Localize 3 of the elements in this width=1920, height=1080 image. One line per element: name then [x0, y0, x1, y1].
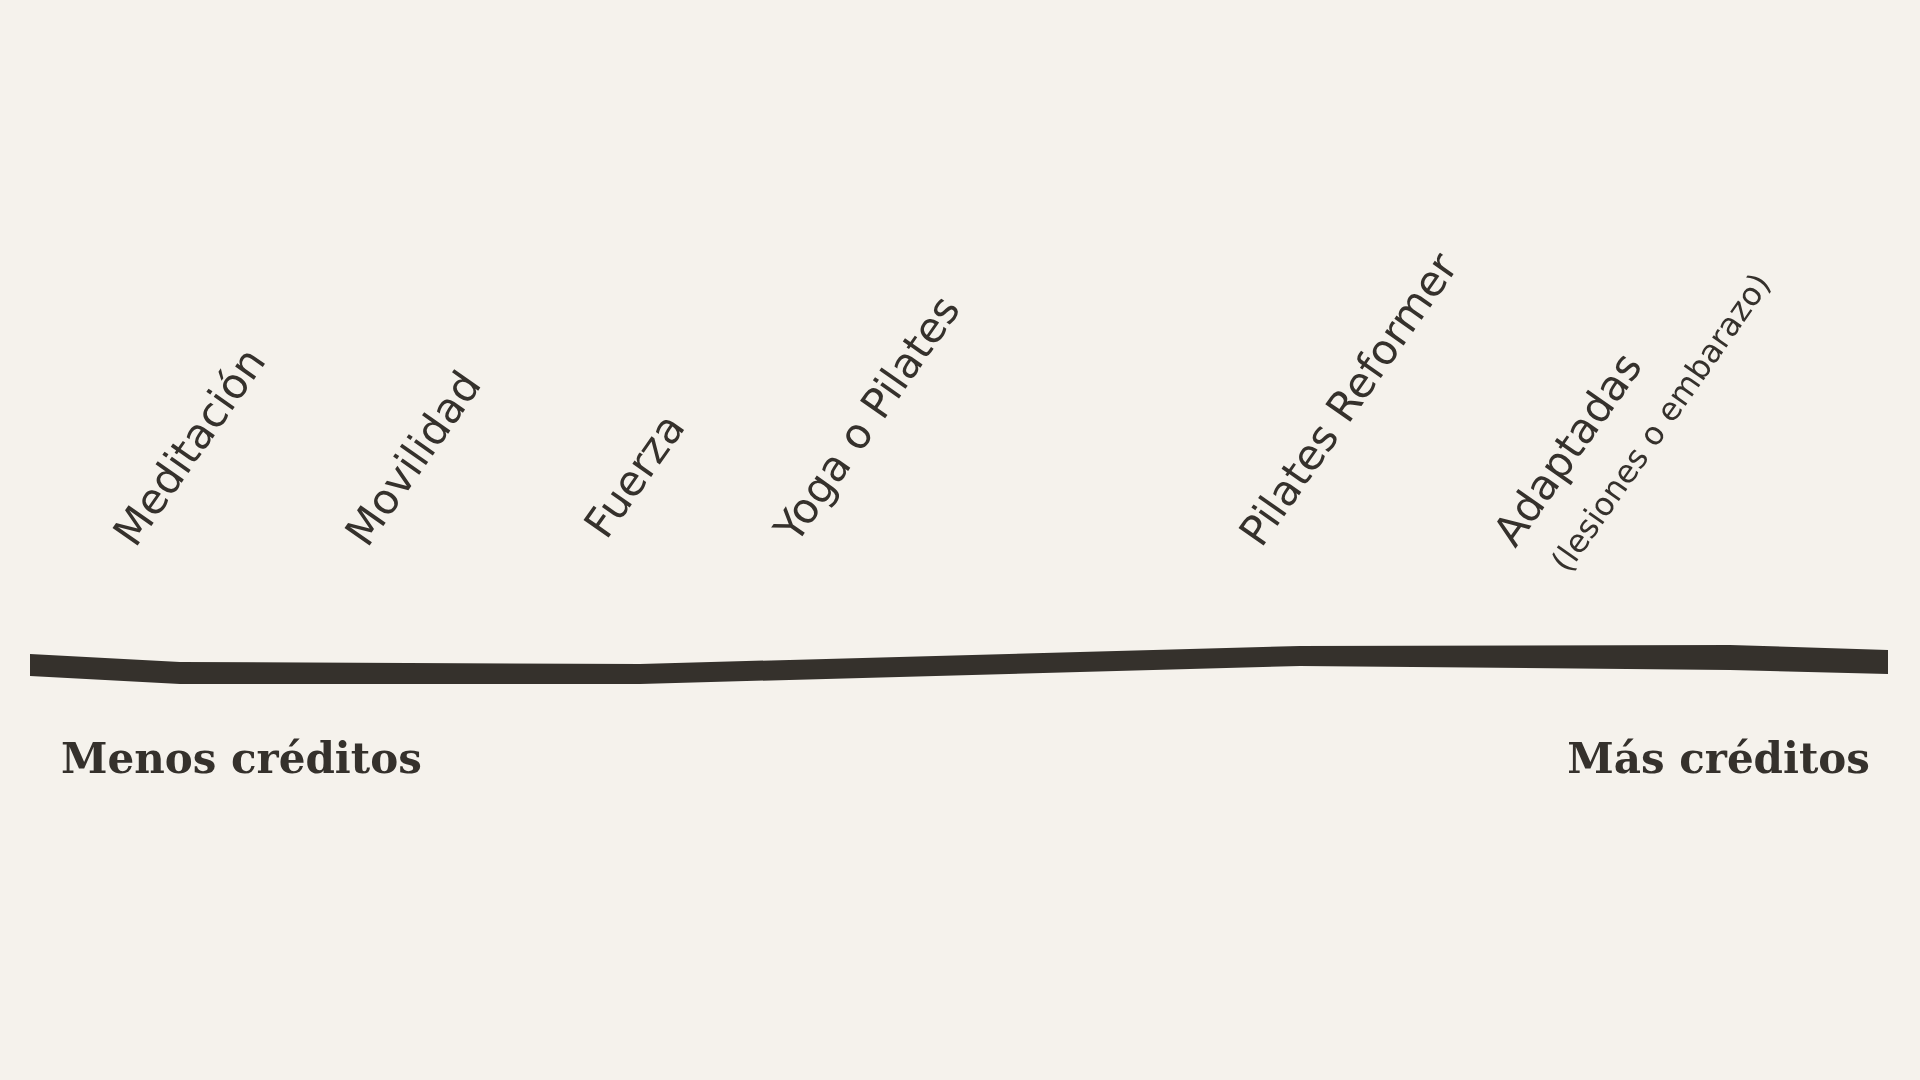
scale-end-label: Menos créditos	[61, 738, 422, 780]
scale-end-label: Más créditos	[1567, 738, 1870, 780]
scale-bar	[30, 645, 1888, 684]
